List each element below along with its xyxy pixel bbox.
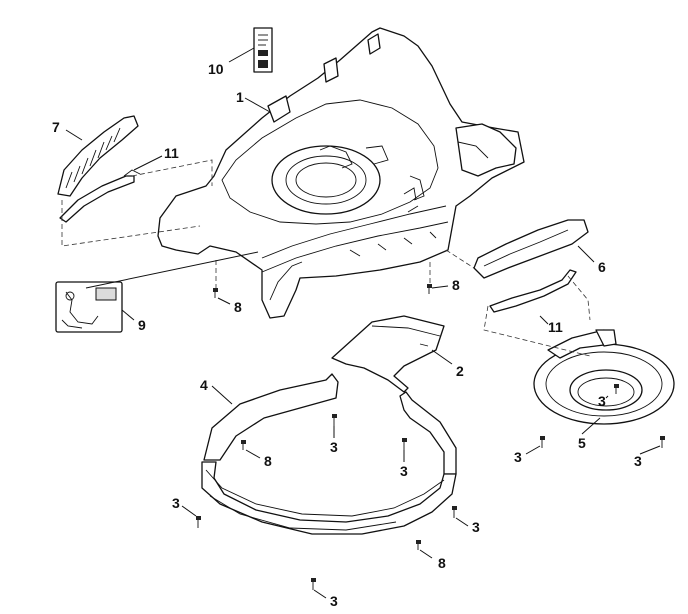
screw-8c [241,440,246,450]
callout-8-b: 8 [452,277,460,293]
callout-5: 5 [578,435,586,451]
callout-1: 1 [236,89,244,105]
part-5-discharge-chute [533,329,675,425]
callout-11-right: 11 [548,319,563,335]
part-10-label-sticker [253,27,273,73]
assembly-dash-lines [61,159,591,357]
part-2-deflector [331,315,445,393]
callout-3-chute-left: 3 [514,449,522,465]
callout-10: 10 [208,61,224,77]
part-11-bracket-right [489,269,577,313]
callout-8-c: 8 [264,453,272,469]
screw-8d [416,540,421,550]
callout-3-skirt-right: 3 [400,463,408,479]
screw-3-skirt-left [196,516,201,528]
callout-3-skirt-front: 3 [472,519,480,535]
part-4-skirt-ring [201,373,457,535]
callout-9: 9 [138,317,146,333]
callout-2: 2 [456,363,464,379]
callout-4: 4 [200,377,208,393]
callout-3-skirt-bottom: 3 [330,593,338,609]
part-11-bracket-left [59,169,141,223]
part-7-handle-grip [57,115,139,197]
screw-8b [427,284,432,294]
screws [196,284,665,590]
screw-3-chute-center [614,384,619,394]
callout-6: 6 [598,259,606,275]
screw-3-chute-right [660,436,665,448]
callout-3-skirt-left: 3 [172,495,180,511]
screw-3-skirt-bottom [311,578,316,590]
callout-3-chute-center: 3 [598,393,606,409]
screw-3-skirt-right [402,438,407,450]
callout-3-chute-right: 3 [634,453,642,469]
screw-3-skirt-center [332,414,337,426]
callout-3-skirt-center: 3 [330,439,338,455]
callout-7: 7 [52,119,60,135]
screw-8a [213,288,218,298]
screw-3-chute-left [540,436,545,448]
callout-8-a: 8 [234,299,242,315]
part-6-front-grip [473,219,589,279]
part-1-deck-housing [157,27,525,319]
callout-8-d: 8 [438,555,446,571]
callout-11-left: 11 [164,145,179,161]
screw-3-skirt-front [452,506,457,518]
callout-labels: 10 1 7 11 6 9 8 8 11 2 4 3 8 3 3 5 3 3 3… [52,61,642,609]
leader-lines [65,47,661,599]
part-9-cable-assembly [55,281,123,333]
